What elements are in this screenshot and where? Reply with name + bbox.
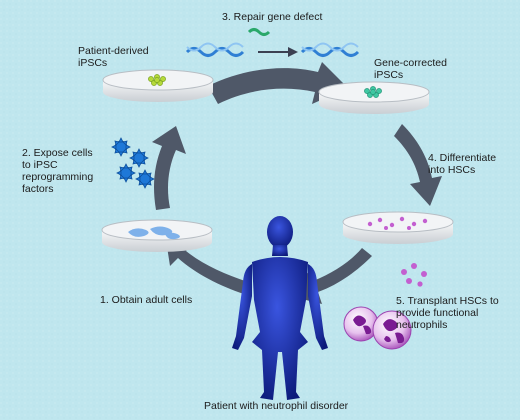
patient-label: Patient with neutrophil disorder bbox=[204, 400, 349, 412]
step-2-label: 2. Expose cells to iPSC reprogramming fa… bbox=[22, 147, 94, 195]
hsc-dots bbox=[367, 216, 428, 230]
step-4-label: 4. Differentiate into HSCs bbox=[428, 152, 497, 176]
ipsc-colony-green bbox=[364, 86, 382, 98]
step-1-label: 1. Obtain adult cells bbox=[100, 294, 193, 306]
step-3-label: 3. Repair gene defect bbox=[222, 11, 323, 23]
patient-ipscs-label: Patient-derived iPSCs bbox=[78, 45, 149, 69]
ipsc-colony-yellow bbox=[148, 74, 166, 86]
patient-figure bbox=[232, 216, 328, 400]
dna-repair-fragment bbox=[247, 28, 271, 36]
corrected-ipscs-label: Gene-corrected iPSCs bbox=[374, 57, 447, 81]
transplant-hsc-dots bbox=[401, 263, 427, 287]
step-5-label: 5. Transplant HSCs to provide functional… bbox=[396, 295, 499, 331]
dish-corrected-ipscs bbox=[318, 81, 430, 114]
arrow-bottom-left bbox=[166, 240, 248, 294]
dna-repair-illustration bbox=[185, 28, 360, 57]
arrow-left bbox=[152, 126, 186, 210]
arrow-right bbox=[394, 124, 442, 206]
neutrophil-cells bbox=[343, 306, 412, 350]
dish-patient-ipscs bbox=[102, 69, 214, 102]
adult-cells bbox=[128, 226, 180, 240]
arrow-top bbox=[208, 62, 348, 104]
dish-adult-cells bbox=[101, 219, 213, 252]
reprogramming-factors bbox=[111, 137, 155, 189]
dish-hscs bbox=[342, 211, 454, 244]
cycle-arrows bbox=[152, 62, 442, 304]
